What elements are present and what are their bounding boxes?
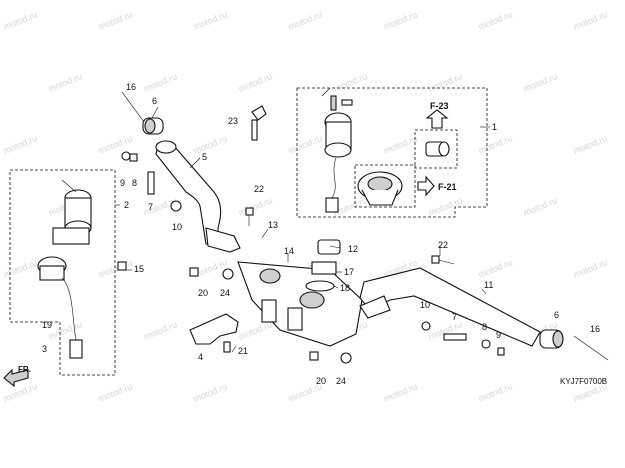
- callout-14: 14: [284, 246, 294, 256]
- detail-box-f23: [414, 129, 458, 169]
- watermark-text: motod.ru: [2, 257, 39, 280]
- watermark-text: motod.ru: [477, 133, 514, 156]
- callout-7-left: 7: [148, 202, 153, 212]
- watermark-text: motod.ru: [97, 9, 134, 32]
- watermark-text: motod.ru: [382, 133, 419, 156]
- watermark-text: motod.ru: [572, 9, 609, 32]
- watermark-text: motod.ru: [192, 133, 229, 156]
- callout-15: 15: [134, 264, 144, 274]
- left-handlebar: [155, 140, 241, 253]
- callout-7-right: 7: [452, 312, 457, 322]
- callout-2: 2: [124, 200, 129, 210]
- assembly-box-2: [9, 169, 116, 376]
- ignition-switch-left: [37, 179, 92, 359]
- watermark-text: motod.ru: [237, 195, 274, 218]
- callout-6-left: 6: [152, 96, 157, 106]
- callout-13: 13: [268, 220, 278, 230]
- watermark-text: motod.ru: [47, 71, 84, 94]
- callout-4: 4: [198, 352, 203, 362]
- bolt-22-upper: [245, 207, 254, 226]
- switch-cover-detail: [357, 171, 403, 206]
- callout-11: 11: [484, 280, 493, 290]
- watermark-text: motod.ru: [287, 9, 324, 32]
- front-direction-label: FR.: [18, 365, 31, 374]
- callout-19: 19: [42, 320, 52, 330]
- callout-10-left: 10: [172, 222, 182, 232]
- hardware-right: [421, 255, 505, 356]
- callout-22-lower: 22: [438, 240, 448, 250]
- callout-20-upper: 20: [198, 288, 208, 298]
- watermark-text: motod.ru: [287, 133, 324, 156]
- watermark-text: motod.ru: [572, 257, 609, 280]
- key: [251, 105, 267, 141]
- callout-5: 5: [202, 152, 207, 162]
- callout-9-right: 9: [496, 330, 501, 340]
- watermark-text: motod.ru: [427, 71, 464, 94]
- callout-24-lower: 24: [336, 376, 346, 386]
- assembly-box-1: [296, 87, 488, 218]
- callout-12: 12: [348, 244, 358, 254]
- watermark-text: motod.ru: [382, 381, 419, 404]
- watermark-text: motod.ru: [47, 319, 84, 342]
- watermark-layer: motod.ru motod.ru motod.ru motod.ru motod.ru…: [2, 9, 609, 404]
- watermark-text: motod.ru: [142, 319, 179, 342]
- callout-22-upper: 22: [254, 184, 264, 194]
- watermark-text: motod.ru: [192, 9, 229, 32]
- watermark-text: motod.ru: [237, 71, 274, 94]
- detail-box-f21: [354, 164, 416, 208]
- front-direction-arrow: [3, 368, 29, 388]
- watermark-text: motod.ru: [522, 195, 559, 218]
- watermark-text: motod.ru: [192, 381, 229, 404]
- watermark-text: motod.ru: [477, 9, 514, 32]
- bracket-4: [189, 313, 239, 353]
- callout-1: 1: [492, 122, 497, 132]
- watermark-text: motod.ru: [2, 381, 39, 404]
- hardware-left: [121, 151, 182, 212]
- callout-24-upper: 24: [220, 288, 230, 298]
- watermark-text: motod.ru: [2, 133, 39, 156]
- watermark-text: motod.ru: [572, 133, 609, 156]
- reference-label-f21: F-21: [438, 182, 457, 192]
- callout-20-lower: 20: [316, 376, 326, 386]
- callout-9-left: 9: [120, 178, 125, 188]
- callout-16-right: 16: [590, 324, 600, 334]
- bar-end-weight-left: [142, 117, 164, 135]
- watermark-text: motod.ru: [142, 71, 179, 94]
- bolt-15: [117, 261, 127, 271]
- callout-17: 17: [344, 267, 354, 277]
- callout-21: 21: [238, 346, 248, 356]
- callout-8-left: 8: [132, 178, 137, 188]
- watermark-text: motod.ru: [2, 9, 39, 32]
- callout-6-right: 6: [554, 310, 559, 320]
- diagram-code: KYJ7F0700B: [560, 377, 607, 386]
- watermark-text: motod.ru: [332, 71, 369, 94]
- watermark-text: motod.ru: [477, 381, 514, 404]
- arrow-f23: [425, 109, 449, 129]
- lock-cylinder-detail: [425, 141, 450, 157]
- arrow-f21: [417, 175, 435, 197]
- callout-23: 23: [228, 116, 238, 126]
- watermark-text: motod.ru: [522, 71, 559, 94]
- callout-10-right: 10: [420, 300, 430, 310]
- screw-16-right: [573, 335, 609, 361]
- screw-16-left: [121, 91, 145, 123]
- watermark-text: motod.ru: [427, 195, 464, 218]
- stem-nut-cap: [305, 239, 341, 292]
- callout-3: 3: [42, 344, 47, 354]
- bar-end-weight-right: [539, 329, 564, 349]
- watermark-text: motod.ru: [382, 9, 419, 32]
- ignition-switch-assembly: [321, 87, 353, 213]
- watermark-text: motod.ru: [477, 257, 514, 280]
- callout-18: 18: [340, 283, 350, 293]
- callout-8-right: 8: [482, 322, 487, 332]
- reference-label-f23: F-23: [430, 101, 449, 111]
- leader-lines: [115, 106, 490, 353]
- watermark-text: motod.ru: [97, 381, 134, 404]
- bolts-lower: [189, 267, 352, 364]
- callout-16-left: 16: [126, 82, 136, 92]
- watermark-text: motod.ru: [237, 319, 274, 342]
- right-handlebar: [359, 267, 541, 347]
